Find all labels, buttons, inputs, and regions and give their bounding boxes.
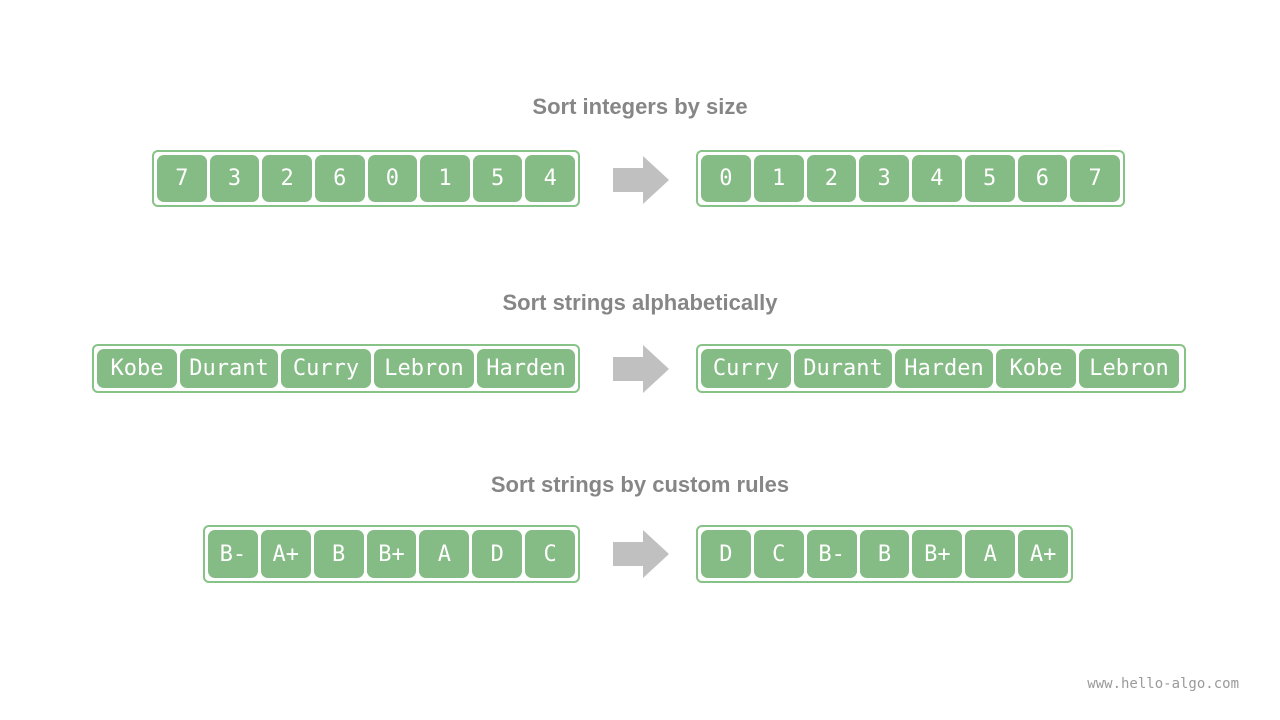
array-cell: Harden — [895, 349, 993, 388]
array-cell: 1 — [420, 155, 470, 202]
array-cell: Kobe — [996, 349, 1076, 388]
array-cell: Lebron — [1079, 349, 1179, 388]
array-cell: 5 — [472, 155, 523, 202]
array-cell: Durant — [794, 349, 892, 388]
right-arrow-icon — [613, 156, 669, 204]
array-cell: 4 — [912, 155, 962, 202]
array-cell: 0 — [367, 155, 418, 202]
section-title-strings-custom: Sort strings by custom rules — [490, 472, 790, 497]
array-cell: 7 — [1070, 155, 1120, 202]
array-cell: C — [525, 530, 576, 578]
array-strings-output: Curry Durant Harden Kobe Lebron — [696, 344, 1186, 393]
array-cell: A — [419, 530, 470, 578]
array-cell: A — [965, 530, 1016, 578]
array-cell: A+ — [260, 530, 311, 578]
array-cell: Curry — [701, 349, 791, 388]
array-cell: 1 — [753, 155, 804, 202]
array-strings-input: Kobe Durant Curry Lebron Harden — [92, 344, 580, 393]
array-cell: 2 — [262, 155, 312, 202]
right-arrow-icon — [613, 345, 669, 393]
array-cell: 7 — [157, 155, 207, 202]
array-cell: 4 — [525, 155, 575, 202]
section-title-integers: Sort integers by size — [532, 94, 748, 119]
section-title-strings-alphabetical: Sort strings alphabetically — [502, 290, 778, 315]
array-cell: B+ — [912, 530, 963, 578]
array-cell: Lebron — [374, 349, 474, 388]
array-cell: 3 — [209, 155, 260, 202]
array-cell: B- — [208, 530, 258, 578]
array-cell: B+ — [366, 530, 417, 578]
array-grades-output: D C B- B B+ A A+ — [696, 525, 1073, 583]
array-cell: D — [472, 530, 523, 578]
array-cell: 2 — [806, 155, 857, 202]
array-cell: Curry — [281, 349, 371, 388]
array-cell: B — [859, 530, 910, 578]
array-cell: B- — [806, 530, 857, 578]
array-grades-input: B- A+ B B+ A D C — [203, 525, 580, 583]
array-cell: C — [753, 530, 804, 578]
array-cell: 0 — [701, 155, 751, 202]
array-integers-input: 7 3 2 6 0 1 5 4 — [152, 150, 580, 207]
array-cell: 3 — [859, 155, 909, 202]
array-cell: Durant — [180, 349, 278, 388]
array-integers-output: 0 1 2 3 4 5 6 7 — [696, 150, 1125, 207]
array-cell: 5 — [964, 155, 1015, 202]
array-cell: A+ — [1018, 530, 1069, 578]
array-cell: Harden — [477, 349, 575, 388]
array-cell: B — [313, 530, 364, 578]
array-cell: 6 — [314, 155, 365, 202]
watermark: www.hello-algo.com — [1087, 676, 1239, 692]
right-arrow-icon — [613, 530, 669, 578]
array-cell: 6 — [1017, 155, 1068, 202]
array-cell: Kobe — [97, 349, 177, 388]
array-cell: D — [701, 530, 751, 578]
